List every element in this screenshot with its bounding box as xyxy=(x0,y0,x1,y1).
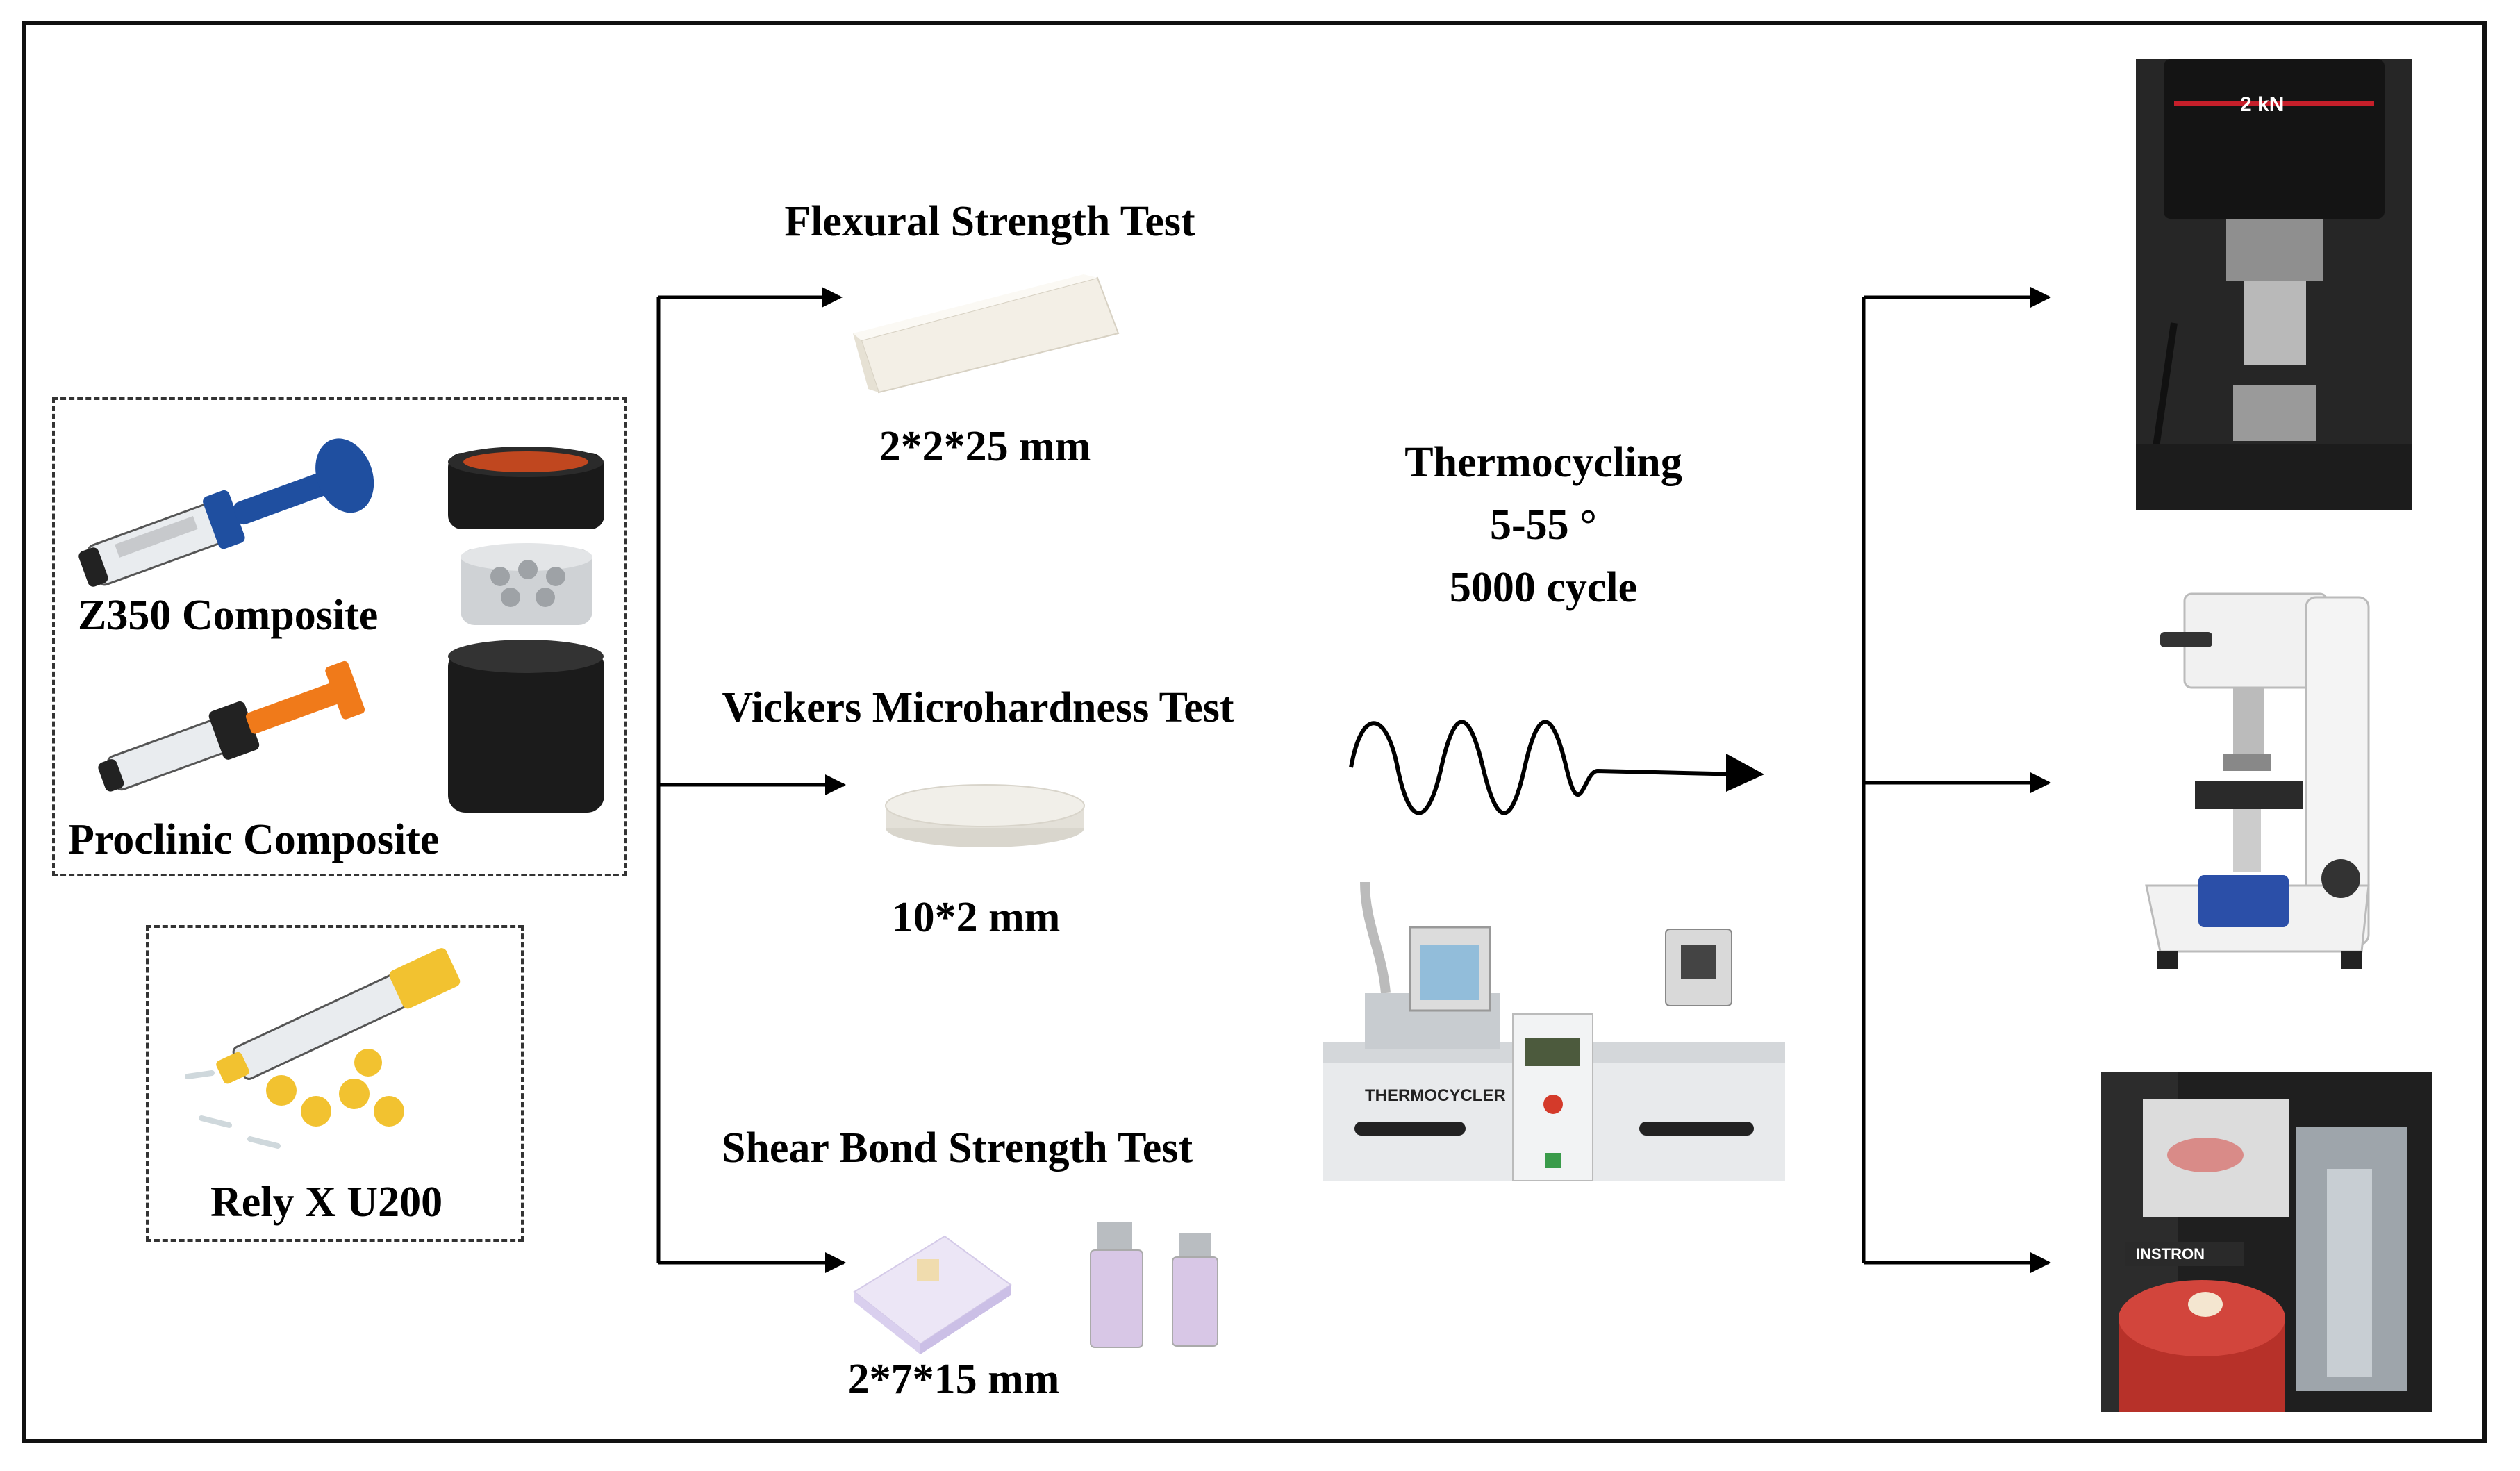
curing-mold-image xyxy=(448,447,604,813)
cad-cam-blocks-image xyxy=(1090,1222,1218,1348)
flexural-bar-specimen xyxy=(853,274,1120,394)
relyx-u200-label: Rely X U200 xyxy=(210,1179,443,1226)
vickers-test-title: Vickers Microhardness Test xyxy=(722,684,1234,731)
composite-materials-box xyxy=(52,397,627,876)
thermocycling-wave-arrow xyxy=(1349,720,1744,815)
instron-label: INSTRON xyxy=(2136,1245,2205,1263)
thermocycling-temperature: 5-55 ° xyxy=(1490,501,1597,549)
relyx-syringe-image xyxy=(185,948,461,1149)
vickers-hardness-tester-image xyxy=(2132,576,2382,979)
proclinic-composite-label: Proclinic Composite xyxy=(68,816,440,863)
figure-frame xyxy=(22,21,2487,1443)
shear-dimension-label: 2*7*15 mm xyxy=(847,1356,1060,1403)
thermocycler-machine-label: THERMOCYCLER xyxy=(1365,1086,1506,1105)
shear-block-specimen xyxy=(853,1235,1012,1354)
z350-composite-label: Z350 Composite xyxy=(78,592,379,639)
shear-test-title: Shear Bond Strength Test xyxy=(721,1124,1193,1172)
flexural-dimension-label: 2*2*25 mm xyxy=(879,423,1091,470)
z350-syringe-image xyxy=(78,438,374,587)
vickers-dimension-label: 10*2 mm xyxy=(891,894,1061,941)
vickers-disc-specimen xyxy=(885,784,1085,847)
universal-testing-machine-image: 2 kN xyxy=(2136,59,2412,510)
shear-bond-tester-image: INSTRON xyxy=(2101,1072,2432,1412)
thermocycling-cycles: 5000 cycle xyxy=(1449,564,1638,611)
thermocycling-title: Thermocycling xyxy=(1404,439,1682,486)
load-cell-label: 2 kN xyxy=(2240,93,2284,116)
cement-material-box xyxy=(146,925,524,1242)
flexural-test-title: Flexural Strength Test xyxy=(784,198,1195,245)
proclinic-syringe-image xyxy=(98,660,365,792)
